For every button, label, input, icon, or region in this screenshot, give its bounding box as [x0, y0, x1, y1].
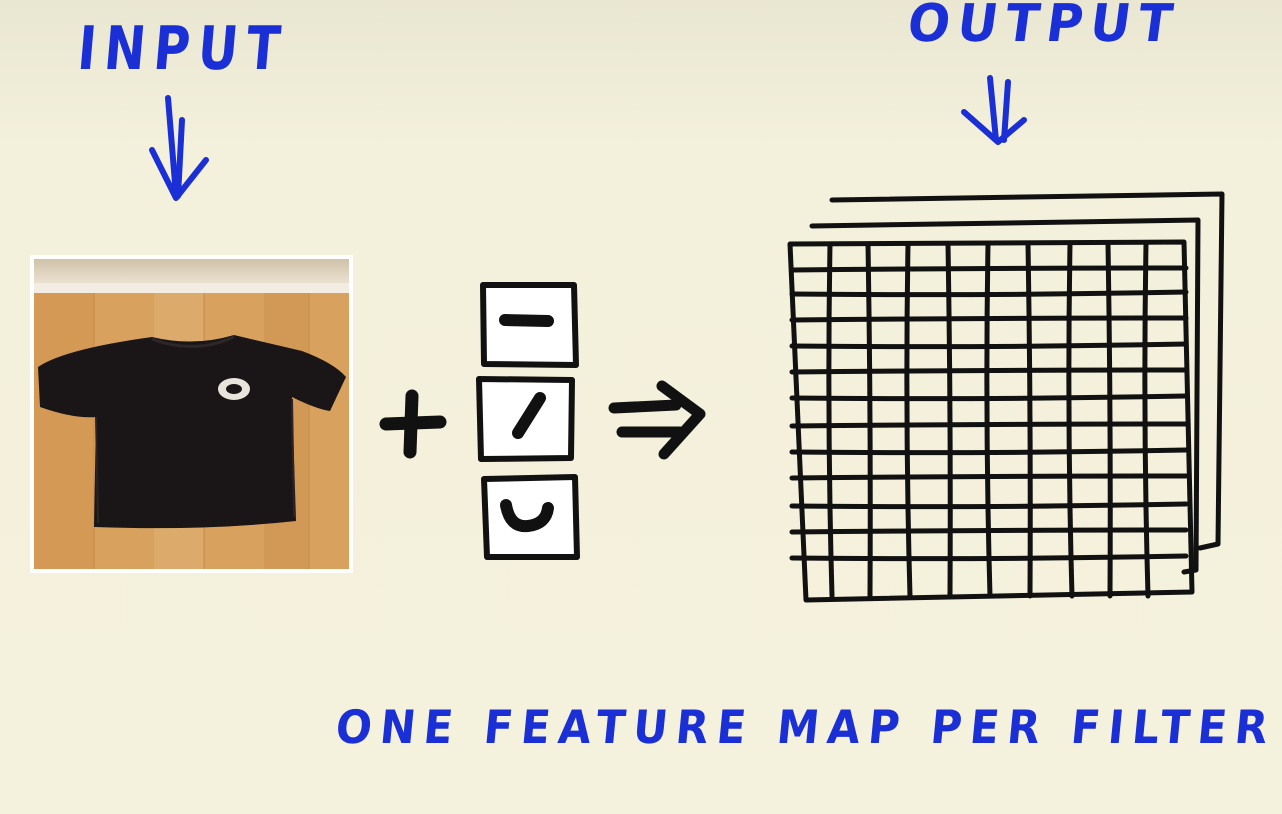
grid-row-line: [789, 315, 1189, 323]
feature-map-1: [787, 239, 1195, 603]
grid-column-line: [904, 241, 913, 599]
grid-column-line: [1105, 241, 1113, 599]
grid-row-line: [789, 501, 1189, 510]
tshirt-photo: [34, 259, 349, 569]
caption-text: ONE FEATURE MAP PER FILTER: [333, 700, 1279, 754]
input-double-down-arrow-icon: [149, 95, 209, 201]
grid-row-line: [789, 527, 1189, 535]
filter-horizontal: [480, 282, 579, 368]
filter-stack: [476, 282, 580, 560]
grid-column-line: [826, 241, 835, 599]
output-double-down-arrow-icon: [961, 75, 1027, 145]
grid-row-line: [789, 289, 1189, 298]
filter-curve: [481, 474, 580, 560]
grid-row-line: [789, 341, 1189, 350]
grid-column-line: [1025, 241, 1033, 599]
double-right-arrow-icon: [608, 380, 706, 460]
grid-column-line: [1066, 241, 1075, 599]
feature-map-grid: [789, 241, 1189, 599]
grid-column-line: [1142, 241, 1151, 599]
filter-diagonal: [476, 376, 575, 462]
grid-row-line: [789, 265, 1189, 273]
grid-row-line: [789, 421, 1189, 429]
feature-maps: [787, 191, 1225, 603]
grid-row-line: [789, 473, 1189, 481]
grid-row-line: [789, 367, 1189, 375]
grid-row-line: [789, 447, 1189, 456]
tshirt-shape: [38, 335, 346, 529]
grid-row-line: [789, 393, 1189, 402]
input-image: [30, 255, 353, 573]
feature-map-3: [829, 191, 1225, 551]
grid-row-line: [789, 553, 1189, 562]
plus-icon: [379, 389, 447, 459]
grid-column-line: [984, 241, 993, 599]
grid-column-line: [865, 241, 873, 599]
grid-column-line: [945, 241, 953, 599]
